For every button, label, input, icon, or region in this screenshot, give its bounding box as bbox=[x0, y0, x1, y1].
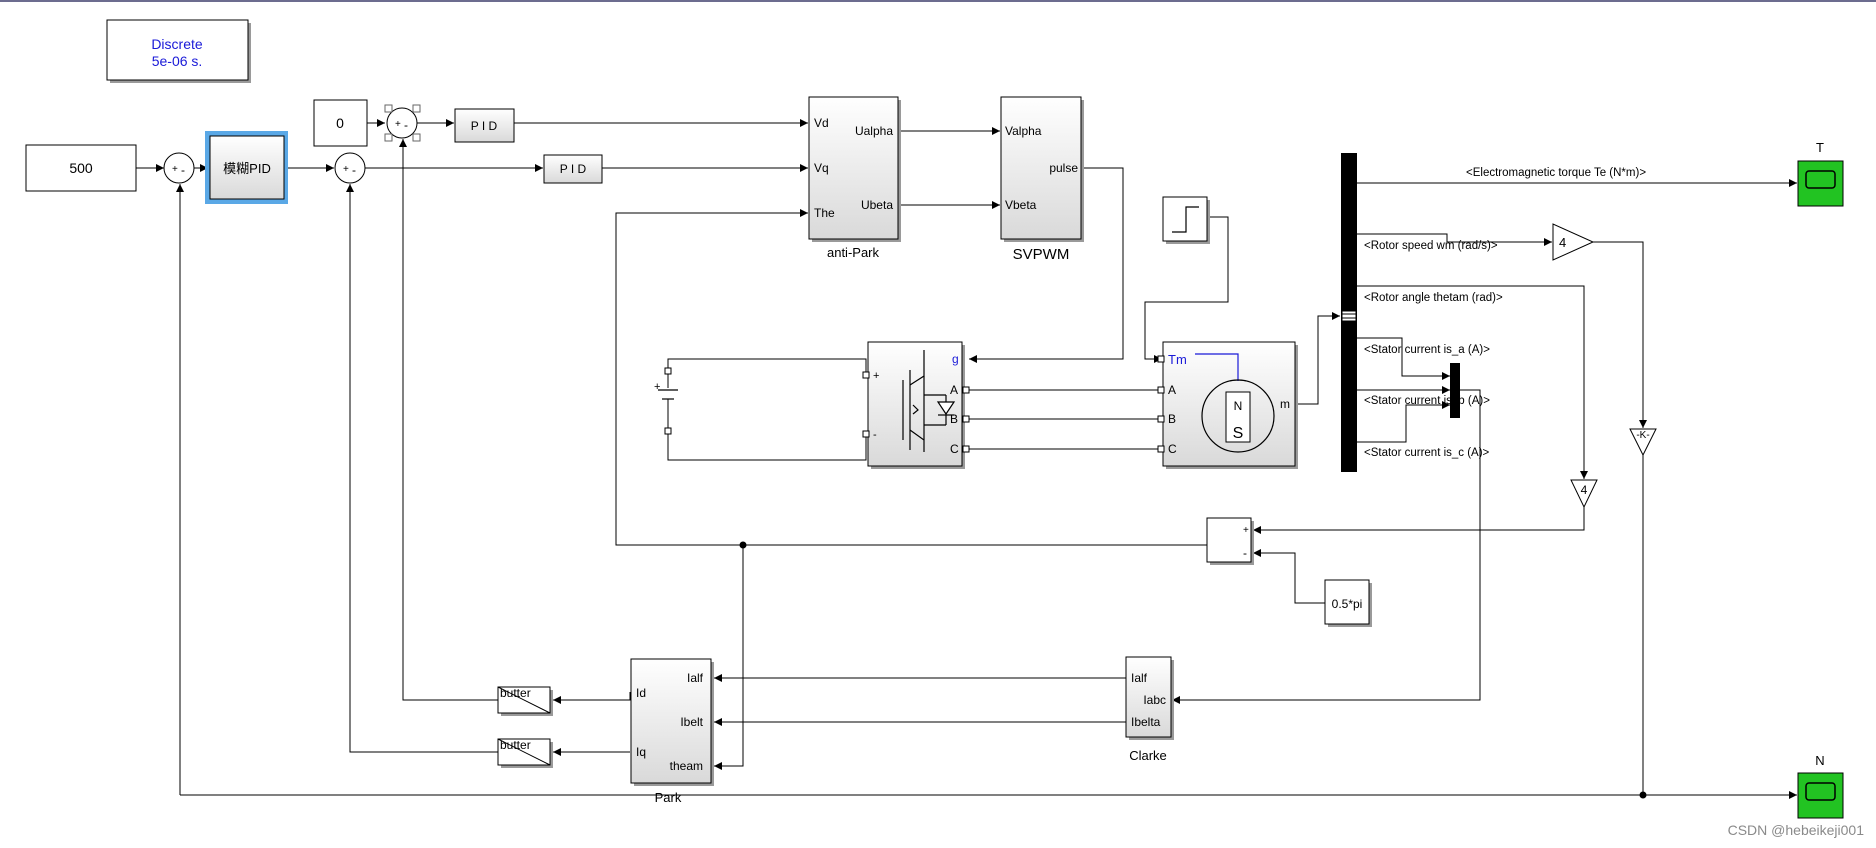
sum-plus-sign: + bbox=[1243, 525, 1249, 536]
watermark-text: CSDN @hebeikeji001 bbox=[1728, 822, 1865, 838]
speed-gain[interactable]: 4 bbox=[1552, 223, 1595, 261]
angle-gain-value: 4 bbox=[1581, 483, 1588, 497]
id-reference-constant[interactable]: 0 bbox=[313, 99, 368, 147]
svpwm-name: SVPWM bbox=[1013, 246, 1070, 263]
bus-selector[interactable] bbox=[1341, 153, 1357, 472]
signal-angle-label: <Rotor angle thetam (rad)> bbox=[1364, 292, 1503, 304]
sum-minus-sign: - bbox=[181, 163, 185, 177]
signal-torque-label: <Electromagnetic torque Te (N*m)> bbox=[1466, 167, 1646, 179]
butter-d-label: butter bbox=[500, 686, 531, 700]
step-icon bbox=[1172, 206, 1199, 233]
park-ibelt-port: Ibelt bbox=[680, 715, 703, 729]
speed-error-sum[interactable]: + - bbox=[163, 152, 195, 184]
signal-isb-label: <Stator current is_b (A)> bbox=[1364, 395, 1490, 407]
branch-point-theta bbox=[739, 541, 747, 549]
torque-scope-label: T bbox=[1816, 140, 1824, 155]
motor-phase-b: B bbox=[1168, 412, 1176, 426]
speed-scope[interactable] bbox=[1797, 772, 1844, 819]
inverter-phase-a: A bbox=[950, 383, 958, 397]
sum-minus-sign: - bbox=[352, 163, 356, 177]
load-torque-step[interactable] bbox=[1162, 196, 1210, 244]
dc-voltage-source[interactable]: + bbox=[654, 367, 678, 435]
port-vbeta: Vbeta bbox=[1005, 198, 1037, 212]
clarke-iabc-port: Iabc bbox=[1143, 693, 1166, 707]
inverter-bridge[interactable]: + - g A B C bbox=[862, 341, 970, 469]
angle-offset-value: 0.5*pi bbox=[1332, 597, 1363, 611]
dc-plus-sign: + bbox=[654, 381, 660, 393]
motor-measure-port: m bbox=[1280, 397, 1290, 411]
signal-isc-label: <Stator current is_c (A)> bbox=[1364, 447, 1490, 459]
port-vq: Vq bbox=[814, 161, 829, 175]
butter-filter-q[interactable]: butter bbox=[497, 738, 553, 768]
clarke-block[interactable]: Ialf Iabc Ibelta bbox=[1125, 656, 1174, 740]
speed-gain-value: 4 bbox=[1559, 235, 1566, 250]
port-the: The bbox=[814, 206, 835, 220]
pid-d-controller[interactable]: P I D bbox=[454, 108, 515, 143]
pid-q-label: P I D bbox=[560, 162, 587, 176]
inverter-gate-port: g bbox=[952, 352, 959, 366]
inverter-phase-c: C bbox=[950, 442, 959, 456]
speed-scope-label: N bbox=[1815, 753, 1824, 768]
port-ualpha: Ualpha bbox=[855, 124, 893, 138]
solver-step-label: 5e-06 s. bbox=[152, 53, 203, 69]
powergui-solver-block[interactable]: Discrete 5e-06 s. bbox=[106, 19, 251, 83]
park-theam-port: theam bbox=[670, 759, 703, 773]
butter-filter-d[interactable]: butter bbox=[497, 686, 553, 716]
inverter-minus-port: - bbox=[873, 429, 877, 441]
motor-icon: N S bbox=[1201, 379, 1275, 453]
fuzzy-pid-controller[interactable]: 模糊PID bbox=[205, 131, 288, 204]
pid-q-controller[interactable]: P I D bbox=[543, 154, 603, 184]
sum-plus-sign: + bbox=[395, 119, 401, 130]
butter-q-label: butter bbox=[500, 738, 531, 752]
park-ialf-port: Ialf bbox=[687, 671, 704, 685]
id-error-sum[interactable]: + - bbox=[384, 104, 421, 142]
motor-pole-s: S bbox=[1233, 425, 1244, 442]
iq-error-sum[interactable]: + - bbox=[334, 152, 366, 184]
branch-point-speed bbox=[1639, 791, 1647, 799]
angle-offset-sum[interactable]: + - bbox=[1206, 517, 1254, 565]
clarke-ibelta-port: Ibelta bbox=[1131, 715, 1161, 729]
port-vd: Vd bbox=[814, 116, 829, 130]
motor-phase-a: A bbox=[1168, 383, 1176, 397]
park-iq-port: Iq bbox=[636, 745, 646, 759]
clarke-name: Clarke bbox=[1129, 748, 1167, 763]
clarke-ialf-port: Ialf bbox=[1131, 671, 1148, 685]
sum-plus-sign: + bbox=[343, 164, 349, 175]
signal-lines bbox=[136, 119, 1797, 799]
pid-d-label: P I D bbox=[471, 119, 498, 133]
id-reference-value: 0 bbox=[336, 115, 344, 131]
unit-conversion-gain[interactable]: -K- bbox=[1629, 428, 1657, 457]
motor-tm-port: Tm bbox=[1168, 352, 1187, 367]
speed-reference-value: 500 bbox=[69, 160, 93, 176]
current-mux[interactable] bbox=[1450, 363, 1460, 418]
sum-minus-sign: - bbox=[1243, 546, 1247, 560]
solver-type-label: Discrete bbox=[151, 36, 203, 52]
pmsm-motor-block[interactable]: Tm A B C m N S bbox=[1157, 341, 1298, 469]
k-gain-value: -K- bbox=[1636, 430, 1649, 441]
inverter-phase-b: B bbox=[950, 412, 958, 426]
sum-minus-sign: - bbox=[404, 118, 408, 132]
park-block[interactable]: Id Iq Ialf Ibelt theam bbox=[630, 658, 714, 786]
inverter-plus-port: + bbox=[873, 370, 879, 382]
speed-reference-constant[interactable]: 500 bbox=[25, 144, 137, 192]
signal-isa-label: <Stator current is_a (A)> bbox=[1364, 344, 1490, 356]
park-id-port: Id bbox=[636, 686, 646, 700]
motor-pole-n: N bbox=[1234, 399, 1243, 413]
angle-gain[interactable]: 4 bbox=[1570, 479, 1598, 509]
port-valpha: Valpha bbox=[1005, 124, 1042, 138]
igbt-icon bbox=[902, 350, 956, 452]
angle-offset-constant[interactable]: 0.5*pi bbox=[1324, 579, 1372, 627]
torque-scope[interactable] bbox=[1797, 160, 1844, 207]
svpwm-block[interactable]: Valpha Vbeta pulse bbox=[1000, 96, 1084, 242]
anti-park-block[interactable]: Vd Vq The Ualpha Ubeta bbox=[808, 96, 901, 242]
anti-park-name: anti-Park bbox=[827, 245, 880, 260]
fuzzy-pid-label: 模糊PID bbox=[223, 161, 271, 176]
sum-plus-sign: + bbox=[172, 164, 178, 175]
port-pulse: pulse bbox=[1049, 161, 1078, 175]
motor-phase-c: C bbox=[1168, 442, 1177, 456]
signal-speed-label: <Rotor speed wm (rad/s)> bbox=[1364, 240, 1498, 252]
port-ubeta: Ubeta bbox=[861, 198, 893, 212]
park-name: Park bbox=[655, 790, 682, 805]
